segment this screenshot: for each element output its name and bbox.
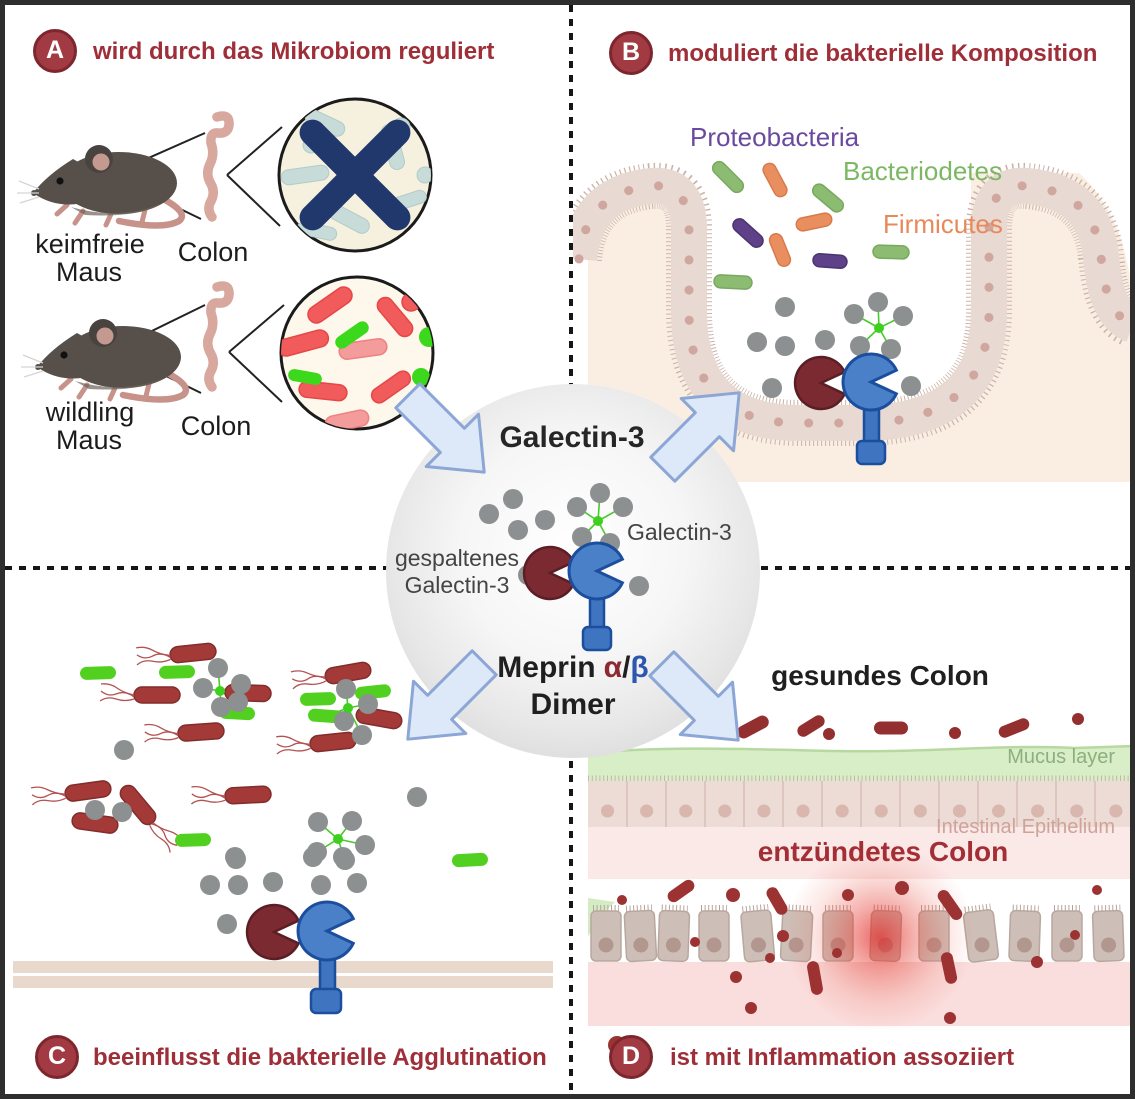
germfree-mouse-label-line2: Maus (55, 257, 123, 287)
badge-b: B (609, 31, 653, 75)
badge-d: D (609, 1035, 653, 1079)
intestinal-epithelium-band (588, 781, 1130, 827)
inflamed-colon-label: entzündetes Colon (757, 836, 1009, 867)
proteobacteria-label: Proteobacteria (690, 122, 860, 152)
inflammation-glow (785, 842, 975, 1032)
arrow-to-panel-b-icon (635, 369, 767, 497)
wildling-mouse-label-line1: wildling (45, 397, 135, 427)
crossed-out-icon (299, 119, 411, 231)
healthy-colon-illustration (581, 713, 1130, 879)
galectin3-molecules (747, 292, 921, 398)
germfree-mouse-icon (17, 145, 182, 226)
center-illustration (381, 369, 767, 765)
badge-a: A (33, 29, 77, 73)
firmicutes-label: Firmicutes (883, 209, 1003, 239)
panel-c-title: beeinflusst die bakterielle Agglutinatio… (93, 1044, 547, 1071)
cleaved-galectin3-label-line2: Galectin-3 (404, 572, 510, 598)
meprin-beta-icon (841, 352, 899, 412)
mucus-layer-label: Mucus layer (1007, 746, 1115, 768)
meprin-beta-letter: β (630, 651, 649, 684)
bacteriodetes-label: Bacteriodetes (843, 156, 1002, 186)
panel-b-title: moduliert die bakterielle Komposition (668, 40, 1098, 67)
panel-d-illustration (581, 713, 1130, 1054)
arrow-to-panel-c-icon (381, 635, 512, 765)
healthy-colon-label: gesundes Colon (771, 660, 989, 691)
meprin-slash: / (622, 651, 631, 684)
galectin3-molecules (479, 483, 649, 596)
galectin3-multimer-hub-icon (874, 323, 884, 333)
meprin-alpha-icon (522, 545, 576, 601)
colon-icon (208, 286, 229, 387)
meprin-dimer-label-line2: Dimer (530, 688, 616, 721)
panel-d-title: ist mit Inflammation assoziiert (670, 1044, 1015, 1071)
meprin-dimer-icon (245, 900, 356, 1015)
cleaved-galectin3-label-line1: gespaltenes (394, 545, 520, 571)
colon-icon (208, 116, 229, 217)
lumen-bacteria (711, 160, 910, 290)
membrane (13, 961, 553, 988)
meprin-alpha-icon (245, 903, 301, 961)
badge-c: C (35, 1035, 79, 1079)
meprin-beta-icon (567, 541, 625, 601)
panel-a-title: wird durch das Mikrobiom reguliert (93, 38, 495, 65)
colon-label: Colon (180, 411, 252, 441)
galectin3-title: Galectin-3 (499, 421, 645, 454)
wildling-mouse-label-line2: Maus (55, 425, 123, 455)
intestinal-epithelium-label: Intestinal Epithelium (936, 816, 1115, 838)
panel-a-illustration (5, 97, 435, 431)
arrow-from-panel-a-icon (381, 369, 512, 500)
panel-c-illustration (13, 642, 553, 1015)
meprin-dimer-icon (522, 541, 625, 652)
meprin-beta-icon (296, 900, 356, 962)
inflamed-colon-illustration (588, 842, 1130, 1054)
germfree-mouse-label-line1: keimfreie (35, 229, 145, 259)
meprin-word: Meprin (497, 651, 596, 684)
mucus-layer (588, 746, 1130, 781)
wildling-mouse-icon (21, 319, 186, 400)
germfree-microbiome-magnified (277, 97, 433, 253)
meprin-alpha-letter: α (603, 651, 623, 684)
meprin-dimer-icon (793, 352, 899, 466)
agglutination-clusters (29, 642, 488, 934)
galectin3-multimer-hub-icon (593, 516, 603, 526)
arrow-to-panel-d-icon (634, 636, 766, 765)
conventional-microbiome-magnified (279, 275, 435, 431)
galectin3-side-label: Galectin-3 (627, 519, 732, 545)
colon-label: Colon (177, 237, 249, 267)
meprin-alpha-icon (793, 355, 847, 411)
